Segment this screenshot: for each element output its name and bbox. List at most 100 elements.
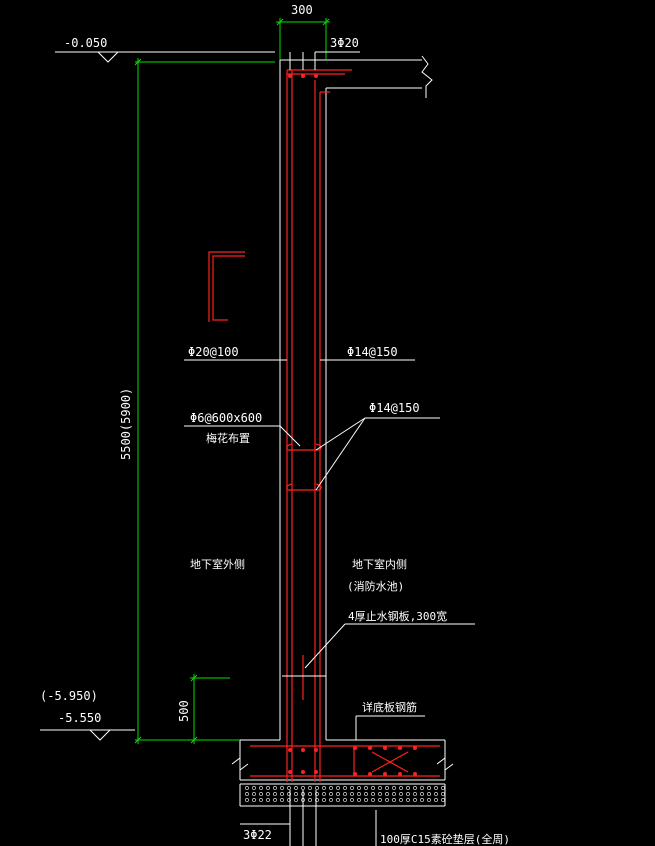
- top-bars-label: 3Φ20: [330, 36, 359, 50]
- inside-face-sub-label: (消防水池): [347, 579, 404, 593]
- bottom-bar-dot: [314, 748, 318, 752]
- cushion-hatch-mark: [392, 792, 396, 796]
- cushion-hatch-mark: [434, 798, 438, 802]
- cushion-hatch-mark: [336, 798, 340, 802]
- cushion-hatch-mark: [343, 798, 347, 802]
- top-bar-dot: [314, 74, 318, 78]
- cushion-hatch-mark: [273, 792, 277, 796]
- cushion-hatch-mark: [266, 786, 270, 790]
- cushion-hatch-mark: [329, 798, 333, 802]
- wall-thickness-label: 300: [291, 3, 313, 17]
- cushion-hatch-mark: [294, 786, 298, 790]
- cushion-hatch-mark: [420, 798, 424, 802]
- cushion-hatch-mark: [413, 798, 417, 802]
- cushion-hatch-mark: [357, 786, 361, 790]
- cushion-hatch-mark: [413, 792, 417, 796]
- dimension-lines: [134, 18, 330, 744]
- top-bar-dot: [288, 74, 292, 78]
- cushion-hatch-mark: [385, 786, 389, 790]
- inside-face-label: 地下室内侧: [352, 557, 407, 571]
- cushion-hatch-mark: [371, 798, 375, 802]
- cushion-hatch-mark: [308, 798, 312, 802]
- waterstop-label: 4厚止水钢板,300宽: [348, 609, 447, 623]
- bottom-bars-label: 3Φ22: [243, 828, 272, 842]
- cushion-hatch-mark: [441, 786, 445, 790]
- cushion-hatch-mark: [273, 786, 277, 790]
- cushion-layer: [239, 783, 446, 807]
- bottom-alt-elevation-label: (-5.950): [40, 689, 98, 703]
- cushion-hatch-mark: [280, 786, 284, 790]
- cushion-hatch-mark: [406, 786, 410, 790]
- cushion-hatch-mark: [308, 792, 312, 796]
- bottom-bar-dot: [301, 748, 305, 752]
- bottom-bar-dot: [288, 770, 292, 774]
- cushion-hatch-mark: [315, 798, 319, 802]
- cushion-hatch-mark: [287, 798, 291, 802]
- cushion-hatch-mark: [378, 798, 382, 802]
- cushion-hatch-mark: [294, 798, 298, 802]
- cushion-hatch-mark: [315, 786, 319, 790]
- cushion-hatch-mark: [392, 798, 396, 802]
- cushion-hatch-mark: [427, 792, 431, 796]
- cushion-hatch-mark: [252, 792, 256, 796]
- rebar-cage: [208, 69, 440, 782]
- cushion-hatch-mark: [245, 786, 249, 790]
- bottom-bar-dot: [301, 770, 305, 774]
- cushion-hatch-mark: [266, 792, 270, 796]
- inner-vertical-label: Φ14@150: [347, 345, 398, 359]
- bottom-elevation-label: -5.550: [58, 711, 101, 725]
- cushion-hatch-mark: [280, 792, 284, 796]
- cushion-hatch-mark: [273, 798, 277, 802]
- cushion-hatch-mark: [245, 792, 249, 796]
- cushion-hatch-mark: [287, 792, 291, 796]
- cushion-hatch-mark: [371, 786, 375, 790]
- cushion-hatch-mark: [322, 798, 326, 802]
- cushion-hatch-mark: [343, 786, 347, 790]
- cushion-hatch-mark: [301, 786, 305, 790]
- cushion-hatch-mark: [322, 786, 326, 790]
- cushion-hatch-mark: [343, 792, 347, 796]
- cushion-hatch-mark: [294, 792, 298, 796]
- wall-height-label: 5500(5900): [119, 388, 133, 460]
- cushion-hatch-mark: [259, 798, 263, 802]
- cushion-hatch-mark: [399, 786, 403, 790]
- bottom-bar-dot: [288, 748, 292, 752]
- cushion-hatch-mark: [266, 798, 270, 802]
- cushion-hatch-mark: [322, 792, 326, 796]
- cushion-hatch-mark: [252, 798, 256, 802]
- slab-rebar-label: 详底板钢筋: [362, 700, 417, 714]
- cushion-hatch-mark: [350, 792, 354, 796]
- cushion-hatch-mark: [378, 786, 382, 790]
- cushion-hatch-mark: [420, 792, 424, 796]
- top-elevation-label: -0.050: [64, 36, 107, 50]
- cushion-hatch-mark: [350, 786, 354, 790]
- cushion-hatch-mark: [336, 786, 340, 790]
- leader-lines: [40, 51, 475, 846]
- waterstop-height-label: 500: [177, 700, 191, 722]
- cushion-hatch-mark: [336, 792, 340, 796]
- outside-face-label: 地下室外侧: [190, 557, 245, 571]
- cushion-hatch-mark: [259, 792, 263, 796]
- cushion-hatch-mark: [392, 786, 396, 790]
- detail-bracket: [212, 255, 245, 321]
- bottom-bar-dot: [314, 770, 318, 774]
- cushion-label: 100厚C15素砼垫层(全周): [380, 832, 510, 846]
- cushion-hatch-mark: [259, 786, 263, 790]
- cushion-hatch-mark: [434, 792, 438, 796]
- cushion-hatch-mark: [315, 792, 319, 796]
- horizontal-bar-label: Φ14@150: [369, 401, 420, 415]
- labels: -0.050 (-5.950) -5.550 300 5500(5900) 50…: [40, 3, 510, 846]
- cushion-hatch-mark: [364, 786, 368, 790]
- cushion-hatch-mark: [378, 792, 382, 796]
- tie-layout-label: 梅花布置: [206, 431, 250, 445]
- cushion-hatch-mark: [308, 786, 312, 790]
- cushion-hatch-mark: [406, 798, 410, 802]
- cushion-hatch-mark: [371, 792, 375, 796]
- cushion-hatch-mark: [280, 798, 284, 802]
- cushion-hatch-mark: [406, 792, 410, 796]
- cushion-hatch-mark: [252, 786, 256, 790]
- cushion-hatch-mark: [329, 786, 333, 790]
- cushion-hatch-mark: [413, 786, 417, 790]
- cushion-hatch-mark: [427, 798, 431, 802]
